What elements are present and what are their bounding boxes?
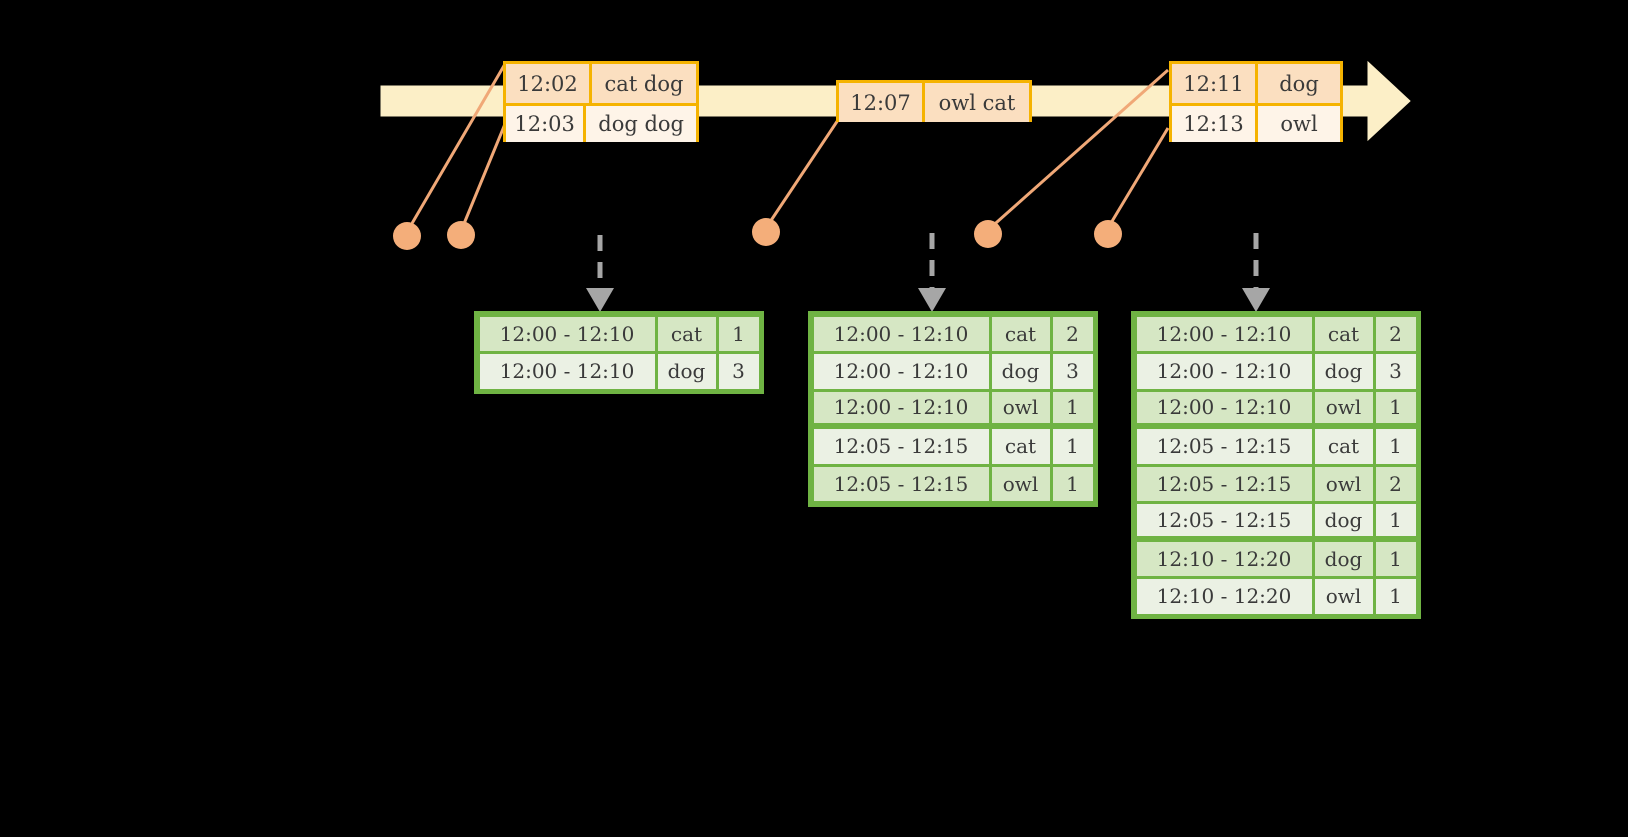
trigger-dots [393, 218, 1122, 250]
count-cell: 1 [1375, 541, 1416, 576]
event-words: dog dog [598, 112, 684, 136]
count-cell: 2 [1375, 466, 1416, 501]
window-cell: 12:00 - 12:10 [813, 354, 989, 389]
word-cell: owl [991, 391, 1050, 423]
word-cell: owl [1314, 391, 1373, 423]
event-box-b[interactable]: 12:07 owl cat [836, 80, 1032, 122]
emit-arrow-3 [1242, 233, 1270, 312]
event-time: 12:07 [839, 83, 925, 122]
window-cell: 12:00 - 12:10 [1136, 391, 1312, 423]
word-cell: cat [991, 316, 1050, 351]
word-cell: dog [657, 354, 716, 389]
window-cell: 12:05 - 12:15 [813, 429, 989, 464]
event-words: owl [1280, 112, 1318, 136]
count-cell: 1 [718, 316, 759, 351]
event-time: 12:11 [1172, 64, 1258, 103]
event-time: 12:02 [506, 64, 592, 103]
word-cell: cat [991, 429, 1050, 464]
event-box-a[interactable]: 12:02 cat dog 12:03 dog dog [503, 61, 699, 142]
count-cell: 2 [1375, 316, 1416, 351]
count-cell: 1 [1052, 429, 1093, 464]
event-words: owl cat [938, 90, 1016, 115]
event-box-c[interactable]: 12:11 dog 12:13 owl [1169, 61, 1343, 142]
window-cell: 12:05 - 12:15 [1136, 504, 1312, 536]
count-cell: 3 [1375, 354, 1416, 389]
word-cell: dog [1314, 354, 1373, 389]
count-cell: 3 [1052, 354, 1093, 389]
word-cell: dog [1314, 541, 1373, 576]
trigger-dot [447, 221, 475, 249]
window-cell: 12:00 - 12:10 [1136, 316, 1312, 351]
event-row: 12:07 owl cat [839, 83, 1029, 122]
event-row: 12:11 dog [1172, 64, 1340, 103]
event-time: 12:03 [506, 106, 587, 142]
count-cell: 1 [1375, 579, 1416, 614]
word-cell: dog [1314, 504, 1373, 536]
word-cell: cat [1314, 316, 1373, 351]
count-cell: 1 [1375, 391, 1416, 423]
count-cell: 1 [1375, 504, 1416, 536]
word-cell: cat [657, 316, 716, 351]
event-words: dog [1279, 71, 1319, 96]
window-cell: 12:00 - 12:10 [813, 391, 989, 423]
event-time: 12:13 [1172, 106, 1258, 142]
window-cell: 12:10 - 12:20 [1136, 541, 1312, 576]
emit-arrow-2 [918, 233, 946, 312]
event-row: 12:13 owl [1172, 103, 1340, 142]
window-cell: 12:00 - 12:10 [479, 354, 655, 389]
emit-arrows [586, 233, 1270, 312]
window-cell: 12:00 - 12:10 [1136, 354, 1312, 389]
window-cell: 12:05 - 12:15 [1136, 466, 1312, 501]
window-cell: 12:05 - 12:15 [1136, 429, 1312, 464]
word-cell: dog [991, 354, 1050, 389]
count-cell: 1 [1052, 391, 1093, 423]
trigger-dot [752, 218, 780, 246]
trigger-dot [393, 222, 421, 250]
trigger-dot [974, 220, 1002, 248]
window-cell: 12:00 - 12:10 [813, 316, 989, 351]
word-cell: owl [1314, 466, 1373, 501]
window-cell: 12:00 - 12:10 [479, 316, 655, 351]
word-cell: owl [1314, 579, 1373, 614]
count-cell: 3 [718, 354, 759, 389]
emit-arrow-1 [586, 235, 614, 312]
window-cell: 12:05 - 12:15 [813, 466, 989, 501]
event-row: 12:02 cat dog [506, 64, 696, 103]
count-cell: 2 [1052, 316, 1093, 351]
event-words: cat dog [604, 71, 684, 96]
word-cell: cat [1314, 429, 1373, 464]
count-cell: 1 [1375, 429, 1416, 464]
count-cell: 1 [1052, 466, 1093, 501]
window-cell: 12:10 - 12:20 [1136, 579, 1312, 614]
word-cell: owl [991, 466, 1050, 501]
trigger-dot [1094, 220, 1122, 248]
event-row: 12:03 dog dog [506, 103, 696, 142]
